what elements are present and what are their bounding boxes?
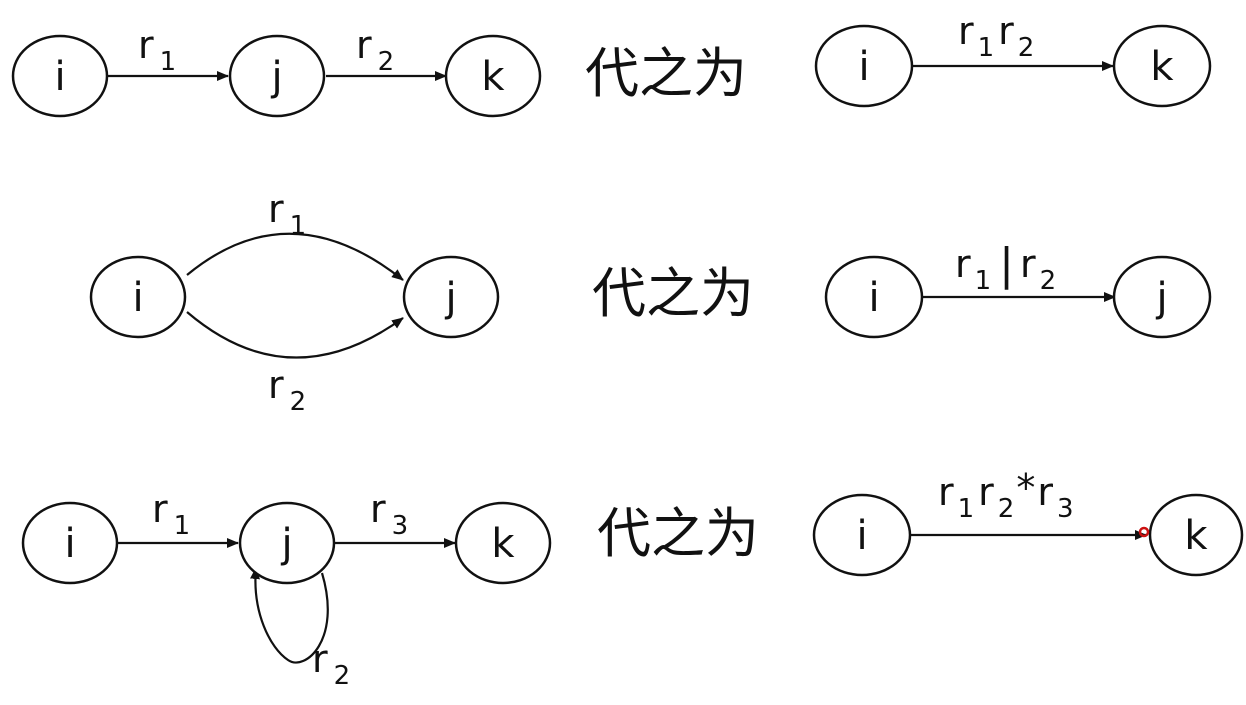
node-k xyxy=(1112,24,1212,108)
node-j xyxy=(238,501,336,585)
node-i-label: i xyxy=(858,44,869,90)
node-j xyxy=(228,34,326,118)
node-j-label: j xyxy=(270,54,282,100)
node-k xyxy=(454,501,552,585)
node-i-label: i xyxy=(856,513,867,559)
node-k-label: k xyxy=(481,54,505,100)
replaced-by-label: 代之为 xyxy=(585,42,747,105)
node-i-label: i xyxy=(54,54,65,100)
cursor-marker-icon xyxy=(1138,526,1150,538)
node-i xyxy=(824,255,924,339)
node-j-label: j xyxy=(280,521,292,567)
node-i-label: i xyxy=(64,521,75,567)
node-i xyxy=(21,501,119,585)
node-i xyxy=(89,255,187,339)
node-k-label: k xyxy=(491,521,515,567)
node-j-label: j xyxy=(444,275,456,321)
node-i-label: i xyxy=(132,275,143,321)
node-i-label: i xyxy=(868,275,879,321)
node-k-label: k xyxy=(1150,44,1174,90)
node-i xyxy=(812,493,912,577)
node-i xyxy=(11,34,109,118)
node-k-label: k xyxy=(1184,513,1208,559)
replaced-by-label: 代之为 xyxy=(592,262,754,325)
node-k xyxy=(444,34,542,118)
node-j-label: j xyxy=(1155,275,1167,321)
node-j xyxy=(402,255,500,339)
node-k xyxy=(1148,493,1244,577)
node-j xyxy=(1112,255,1212,339)
replaced-by-label: 代之为 xyxy=(597,502,759,565)
self-loop-j xyxy=(250,567,329,664)
node-i xyxy=(814,24,914,108)
edge-i-j-top xyxy=(186,232,404,281)
edge-i-j-bottom xyxy=(186,311,404,359)
